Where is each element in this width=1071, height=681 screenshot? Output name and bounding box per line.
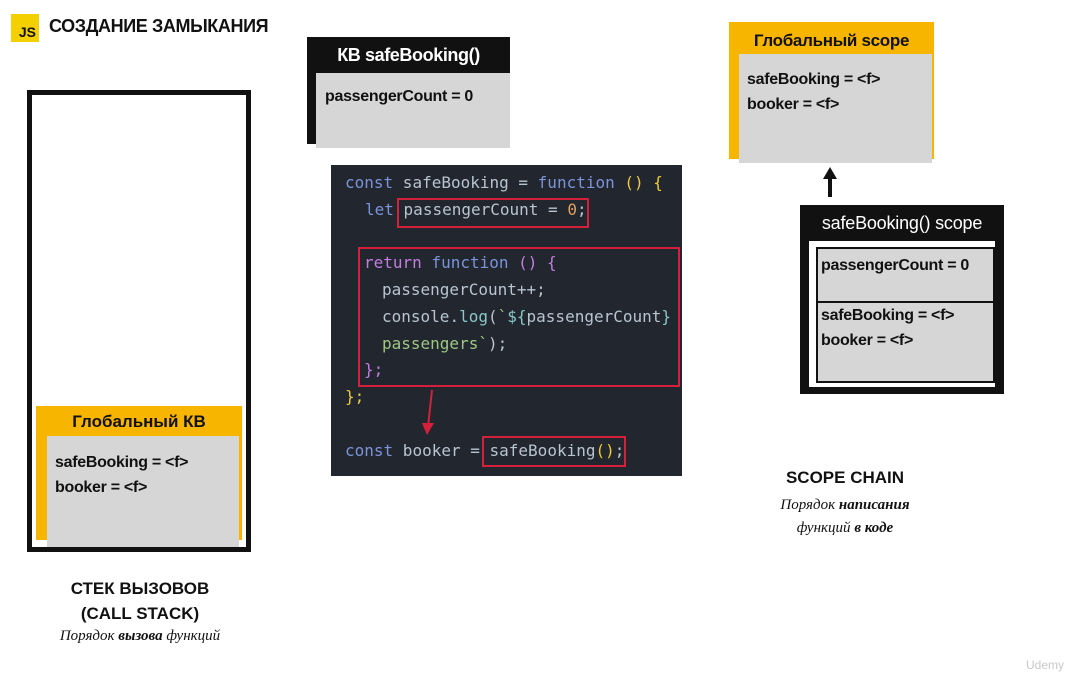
code-token: safeBooking <box>393 173 509 192</box>
code-line-8: }; <box>345 384 364 410</box>
up-arrow-icon <box>823 167 837 197</box>
caption-text: функций <box>796 520 855 536</box>
code-line-6: passengers`); <box>382 331 507 357</box>
code-token: passengerCount++; <box>382 280 546 299</box>
code-token: ${ <box>507 307 527 326</box>
code-line-4: passengerCount++; <box>382 277 546 303</box>
call-stack-caption: Порядок вызова функций <box>30 628 250 645</box>
code-line-3: return function () { <box>364 250 557 276</box>
safebooking-scope: safeBooking() scope passengerCount = 0 s… <box>800 205 1004 394</box>
code-token: function <box>537 173 615 192</box>
code-token: passengerCount <box>403 200 539 219</box>
safebooking-scope-title: safeBooking() scope <box>821 213 983 233</box>
code-token: ; <box>614 441 625 460</box>
code-token: const <box>345 441 394 460</box>
variable-line: booker = <f> <box>821 332 913 349</box>
global-scope-title: Глобальный scope <box>753 31 910 50</box>
variable-line: safeBooking = <f> <box>747 71 881 88</box>
highlight-passengercount <box>397 198 589 228</box>
code-token: { <box>643 173 663 192</box>
code-token: = <box>508 173 538 192</box>
code-token: 0 <box>567 200 577 219</box>
udemy-watermark: Udemy <box>1026 658 1065 672</box>
call-stack-label: СТЕК ВЫЗОВОВ (CALL STACK) <box>30 576 250 626</box>
code-token: safeBooking <box>489 441 596 460</box>
code-token: { <box>537 253 557 272</box>
global-scope: Глобальный scope safeBooking = <f> booke… <box>729 22 934 163</box>
code-token: passengerCount <box>526 307 662 326</box>
code-token: passengers` <box>382 334 488 353</box>
safebooking-ec-variables: passengerCount = 0 <box>316 73 510 148</box>
code-token: ); <box>487 334 508 353</box>
code-token: function <box>421 253 509 272</box>
caption-bold: вызова <box>118 628 163 644</box>
code-line-2: let passengerCount = 0; <box>365 197 587 223</box>
code-token: . <box>449 307 460 326</box>
variable-line: safeBooking = <f> <box>55 454 189 471</box>
scope-chain-label: SCOPE CHAIN <box>785 468 905 487</box>
code-token: let <box>365 200 394 219</box>
caption-bold: написания <box>838 497 910 513</box>
code-token: () <box>614 173 644 192</box>
highlight-returned-function <box>358 247 680 387</box>
code-token: const <box>345 173 394 192</box>
safebooking-execution-context: КВ safeBooking() passengerCount = 0 <box>307 37 510 148</box>
code-token: log <box>459 307 488 326</box>
code-line-9: const booker = safeBooking(); <box>345 438 624 464</box>
slide-title: СОЗДАНИЕ ЗАМЫКАНИЯ <box>49 16 269 36</box>
code-token: ` <box>497 307 508 326</box>
scope-chain-caption: Порядок написания функций в коде <box>745 494 945 540</box>
own-variables: passengerCount = 0 <box>816 247 995 305</box>
caption-line: функций в коде <box>745 517 945 540</box>
code-token: }; <box>345 387 365 406</box>
js-logo: JS <box>11 14 39 42</box>
variable-line: booker = <f> <box>747 96 839 113</box>
highlight-safebooking-call <box>482 436 626 467</box>
global-ec-variables: safeBooking = <f> booker = <f> <box>47 436 239 547</box>
global-execution-context: Глобальный КВ safeBooking = <f> booker =… <box>36 406 242 547</box>
code-token: ( <box>487 307 498 326</box>
call-stack-label-line2: (CALL STACK) <box>80 604 200 623</box>
variable-line: passengerCount = 0 <box>325 88 473 105</box>
code-token: return <box>364 253 422 272</box>
caption-text: функций <box>162 628 221 644</box>
variable-line: passengerCount = 0 <box>821 257 969 274</box>
global-scope-variables: safeBooking = <f> booker = <f> <box>739 54 932 163</box>
code-token: booker <box>393 441 461 460</box>
red-connector-arrow <box>422 389 434 435</box>
variable-line: safeBooking = <f> <box>821 307 955 324</box>
code-token: = <box>538 200 568 219</box>
caption-text: Порядок <box>780 497 839 513</box>
code-line-1: const safeBooking = function () { <box>345 170 663 196</box>
caption-bold: в коде <box>854 520 894 536</box>
safebooking-scope-body: passengerCount = 0 safeBooking = <f> boo… <box>809 241 995 387</box>
code-token: console <box>382 307 450 326</box>
code-block: const safeBooking = function () { let pa… <box>331 165 682 476</box>
global-ec-title: Глобальный КВ <box>72 412 206 431</box>
safebooking-ec-title: КВ safeBooking() <box>337 45 480 65</box>
code-token: = <box>460 441 490 460</box>
code-token: ; <box>576 200 587 219</box>
code-token: () <box>595 441 615 460</box>
caption-text: Порядок <box>59 628 119 644</box>
code-token: } <box>661 307 672 326</box>
variable-line: booker = <f> <box>55 479 147 496</box>
code-line-5: console.log(`${passengerCount} <box>382 304 671 330</box>
call-stack-label-line1: СТЕК ВЫЗОВОВ <box>70 579 210 598</box>
code-token: () <box>508 253 538 272</box>
inherited-variables: safeBooking = <f> booker = <f> <box>816 301 995 383</box>
code-token: }; <box>364 360 384 379</box>
code-line-7: }; <box>364 357 383 383</box>
caption-line: Порядок написания <box>745 494 945 517</box>
